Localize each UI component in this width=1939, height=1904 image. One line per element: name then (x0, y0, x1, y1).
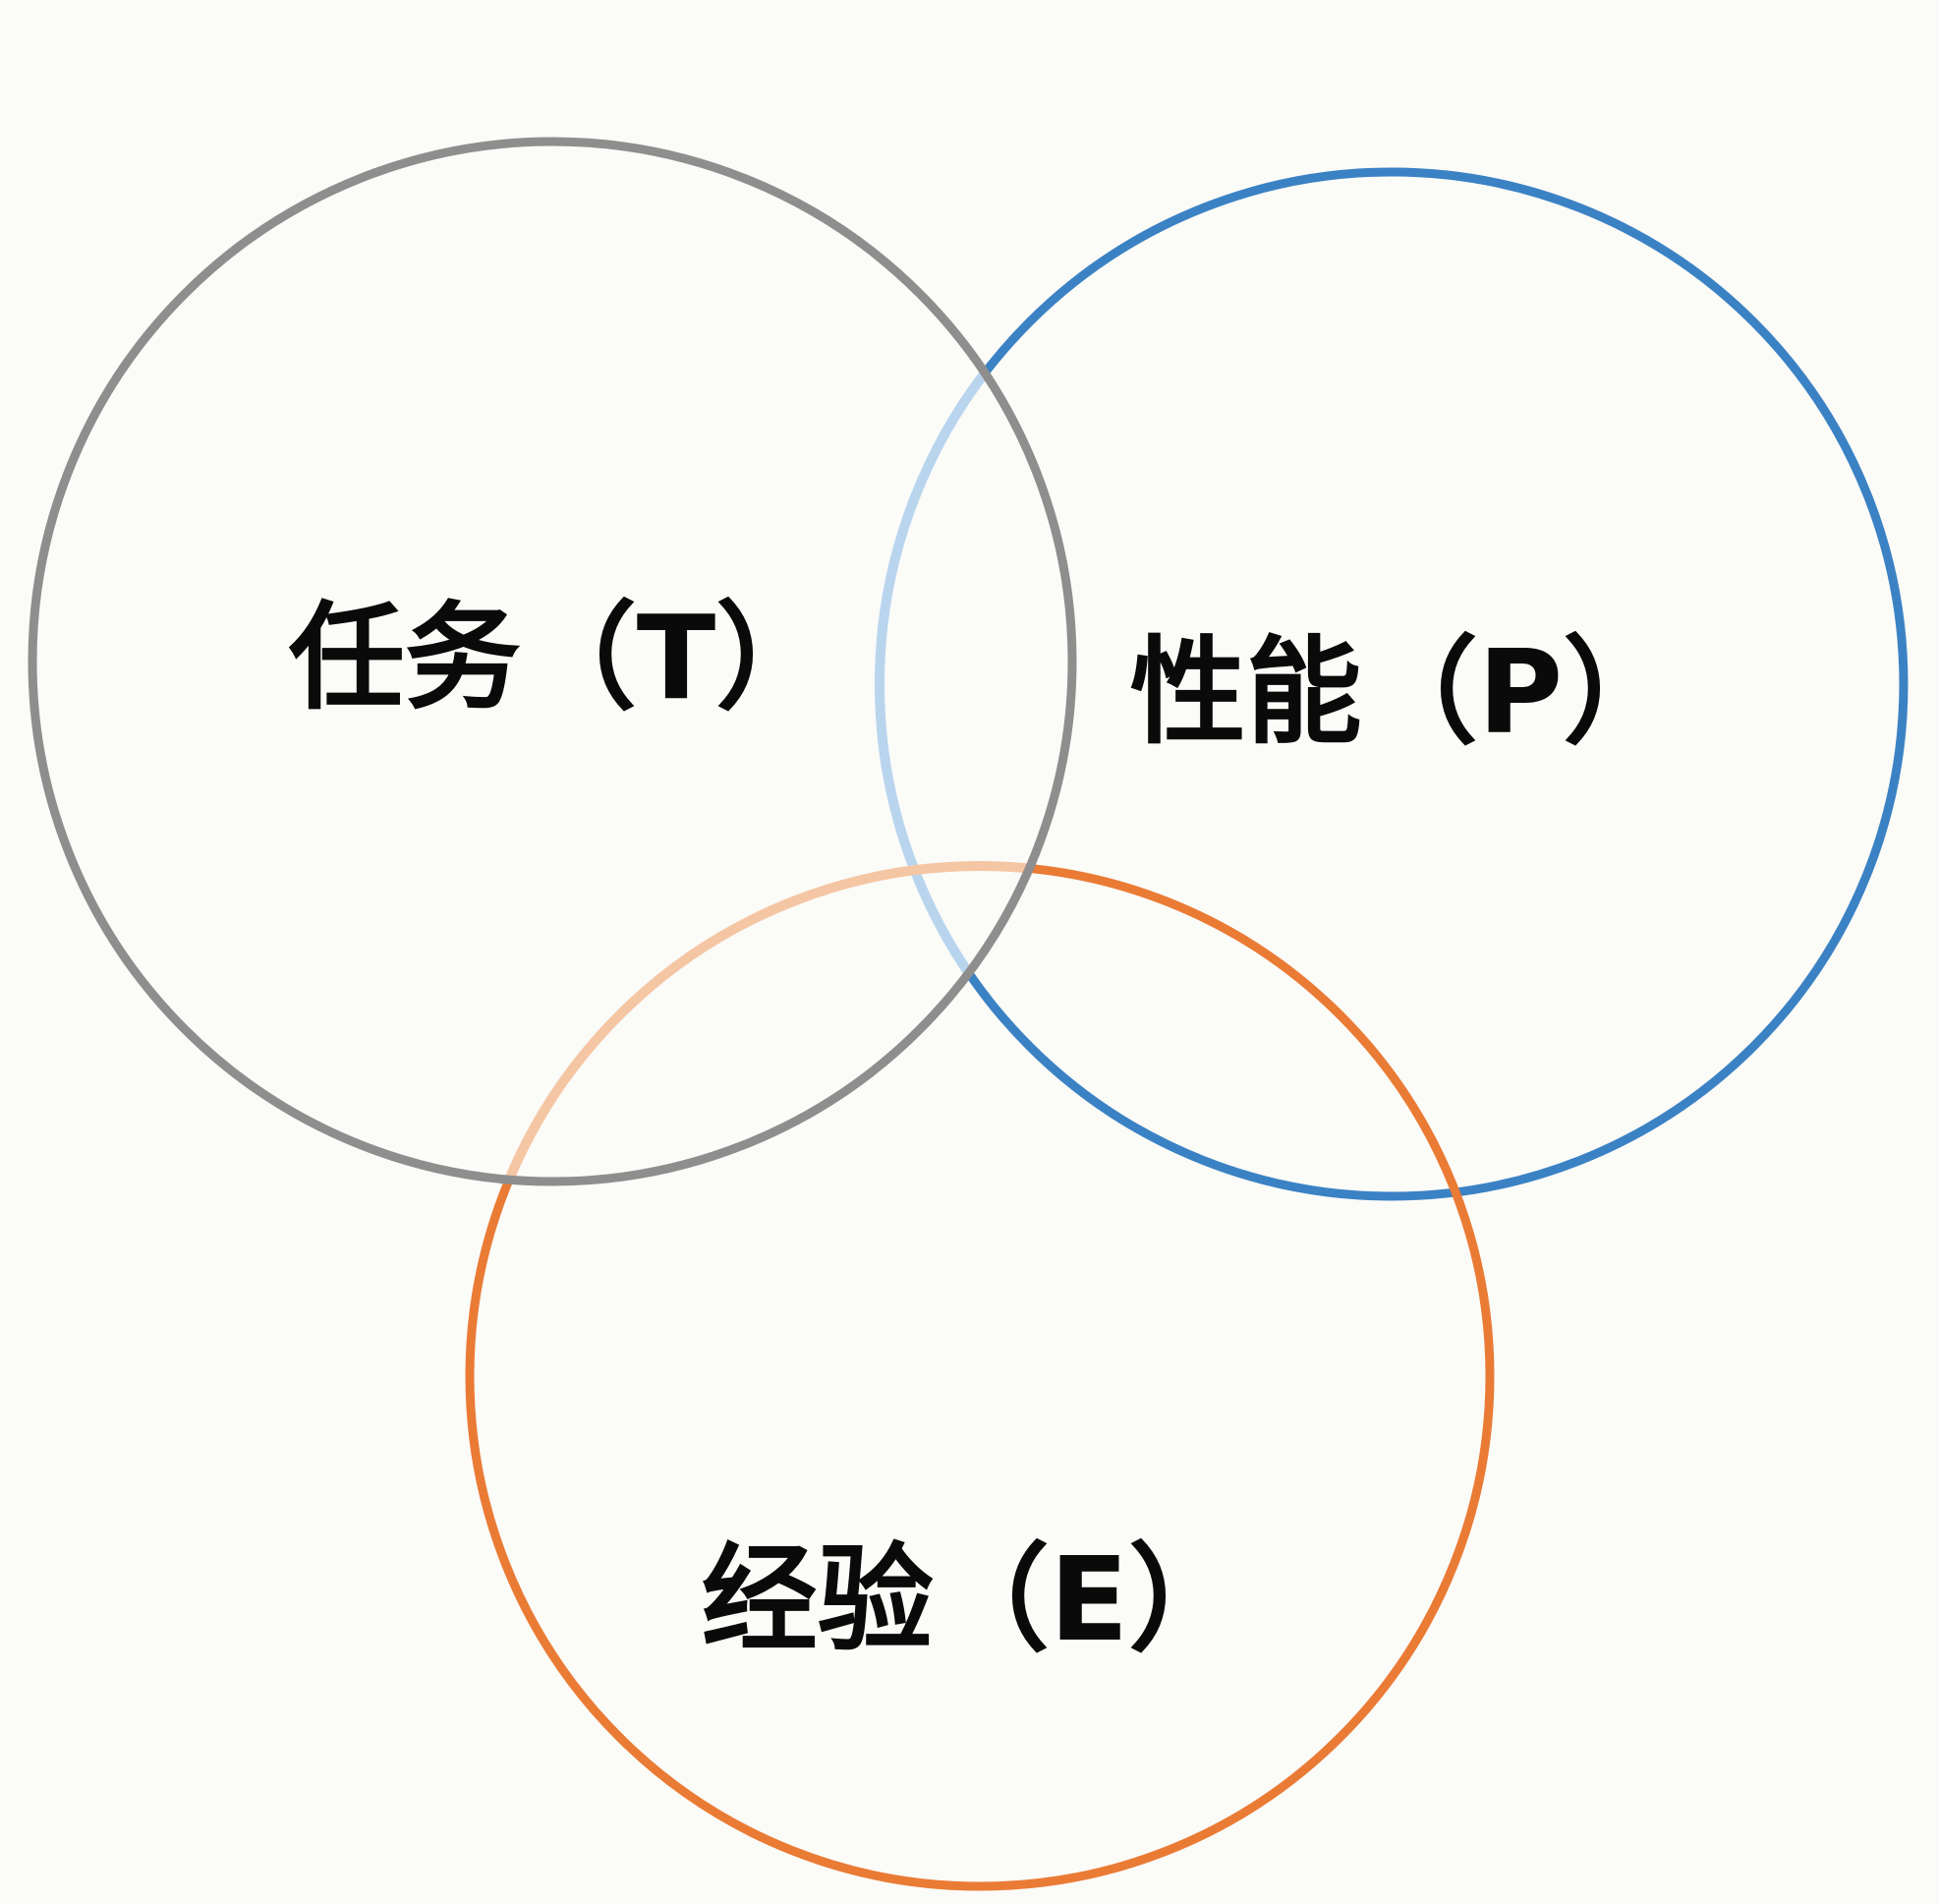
label-performance: 性能（P） (1130, 624, 1679, 760)
venn-circle-experience (465, 861, 1495, 1891)
venn-circle-task (28, 137, 1077, 1186)
label-experience: 经验（E） (702, 1531, 1245, 1667)
overlap-highlights (465, 167, 1072, 1182)
venn-circle-performance-overlap (875, 167, 1072, 1182)
venn-circle-experience-overlap (465, 861, 1072, 1182)
label-task: 任务（T） (289, 590, 832, 725)
